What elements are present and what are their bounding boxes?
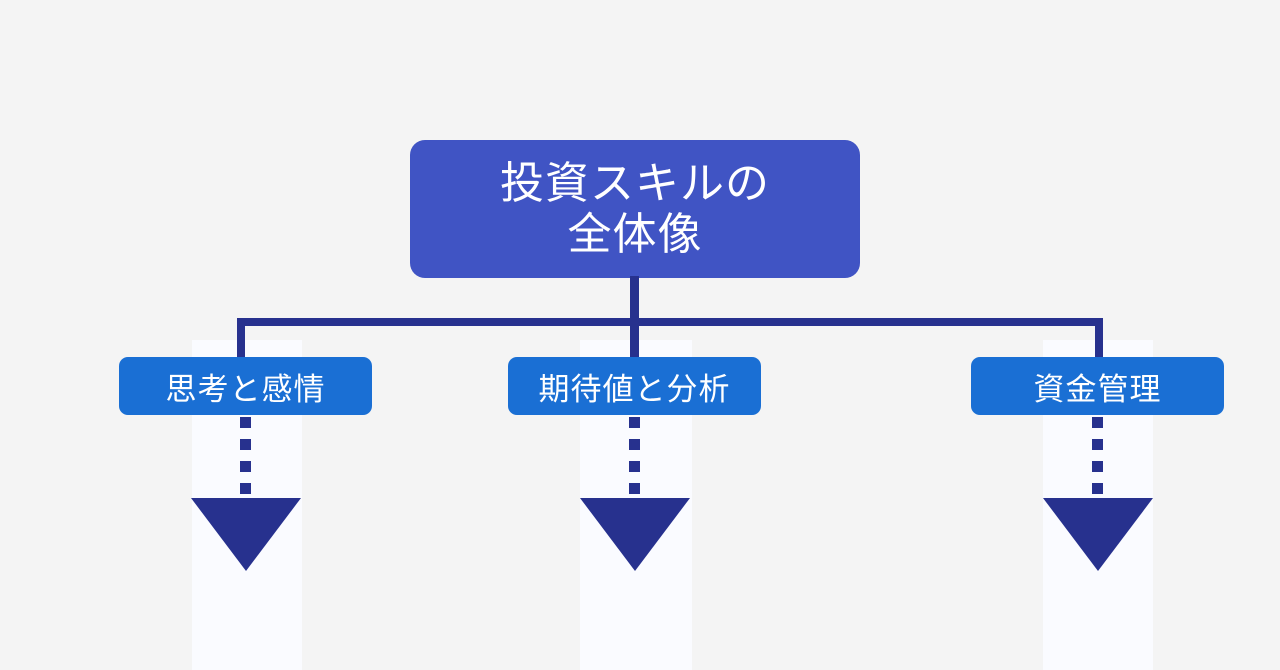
down-triangle-icon-2 [580,498,690,571]
node-root-label-line1: 投資スキルの [500,158,770,208]
dot-segment [240,439,251,450]
dot-segment [1092,417,1103,428]
down-triangle-icon-3 [1043,498,1153,571]
node-root-label: 投資スキルの 全体像 [500,158,770,261]
connector-drop-2 [630,318,639,360]
dot-segment [629,461,640,472]
node-child-3-label: 資金管理 [1033,371,1162,407]
node-child-2-label: 期待値と分析 [538,371,731,407]
dotted-connector-2 [629,417,640,494]
connector-drop-3 [1095,318,1103,360]
dot-segment [240,461,251,472]
dotted-connector-1 [240,417,251,494]
node-child-3[interactable]: 資金管理 [971,357,1224,415]
connector-root-stem [630,276,639,326]
connector-drop-1 [237,318,245,360]
dotted-connector-3 [1092,417,1103,494]
dot-segment [629,483,640,494]
dot-segment [1092,483,1103,494]
dot-segment [629,439,640,450]
dot-segment [629,417,640,428]
node-root-label-line2: 全体像 [567,210,703,259]
dot-segment [1092,461,1103,472]
node-child-1-label: 思考と感情 [165,371,326,407]
dot-segment [240,483,251,494]
down-triangle-icon-1 [191,498,301,571]
node-child-1[interactable]: 思考と感情 [119,357,372,415]
dot-segment [240,417,251,428]
node-child-2[interactable]: 期待値と分析 [508,357,761,415]
node-root[interactable]: 投資スキルの 全体像 [410,140,860,278]
dot-segment [1092,439,1103,450]
connector-horizontal-bracket [237,318,1103,326]
